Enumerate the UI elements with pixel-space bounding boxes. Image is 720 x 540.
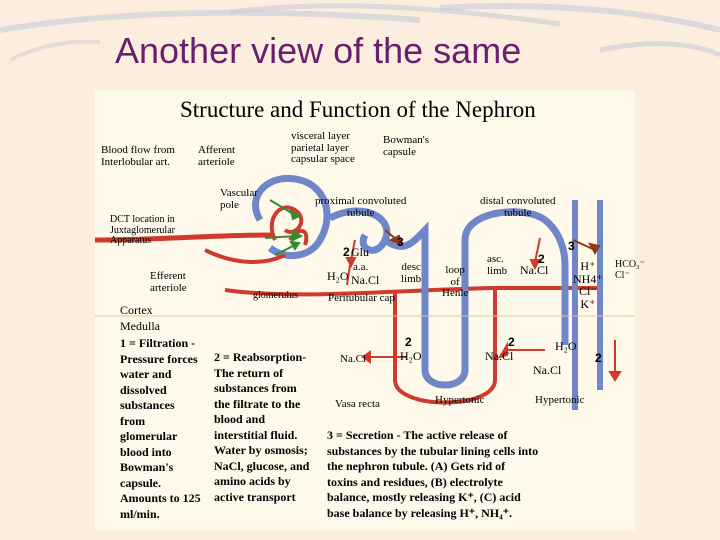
nacl-right-label: Na.Cl [533,363,562,377]
vascular-pole-label: Vascular pole [220,187,258,211]
secreted-ions-label: H⁺ NH4⁺ Cl⁻ K⁺ [573,259,603,311]
nacl-dct-label: Na.Cl [520,263,549,277]
nacl-ascending-label: Na.Cl [485,349,514,363]
pct-label: proximal convoluted tubule [315,195,407,219]
loop-of-henle-shape [421,240,469,389]
collecting-duct-shape [572,200,603,410]
peritubular-capillary-shape [224,286,600,297]
reabsorption-note: 2 = Reabsorption- The return of substanc… [214,350,310,504]
hypertonic-label-2: Hypertonic [535,394,585,406]
loop-of-henle-label: loop of Henle [442,264,469,300]
reabsorption-arrows [345,237,622,382]
slide-title: Another view of the same [115,30,522,71]
decorative-swoosh-banner [0,3,720,62]
number-3-pct: 3 [397,235,404,249]
ascending-limb-label: asc. limb [487,253,508,277]
afferent-arteriole-shape [95,232,274,243]
bowmans-capsule-label: Bowman's capsule [383,134,429,158]
secretion-note: 3 = Secretion - The active release of su… [327,428,539,520]
nacl-pct-label: Na.Cl [351,273,380,287]
water-pct-label: H₂O [327,269,349,283]
glomerulus-label: glomerulus [253,290,298,301]
filtration-note: 1 = Filtration - Pressure forces water a… [120,336,201,521]
bicarbonate-label: HCO₃⁻ Cl⁻ [615,259,645,281]
filtration-arrows [264,199,304,256]
number-2-asc: 2 [538,252,545,266]
peritubular-cap-label: Peritubular cap [328,292,395,304]
vasa-recta-label: Vasa recta [335,398,380,410]
glucose-label: Glu [351,245,369,259]
cortex-label: Cortex [120,303,153,317]
water-medulla-label: H₂O [400,349,422,363]
hypertonic-label-1: Hypertonic [435,394,485,406]
bowman-layers-label: visceral layer parietal layer capsular s… [291,130,355,166]
afferent-arteriole-label: Afferent arteriole [198,144,236,168]
number-2-glu: 2 [343,245,350,259]
number-2-asc-medulla: 2 [508,335,515,349]
number-2-right: 2 [595,351,602,365]
number-3-dct: 3 [568,239,575,253]
secretion-arrows [384,229,601,256]
number-2-desc: 2 [405,335,412,349]
nacl-medulla-label: Na.Cl [340,353,366,365]
bowmans-capsule-shape [252,175,331,260]
nephron-diagram: Structure and Function of the Nephron Bl… [95,90,645,530]
glomerulus-shape [269,205,309,246]
amino-acids-label: a.a. [353,261,369,273]
blood-flow-label: Blood flow from Interlobular art. [101,144,175,168]
proximal-tubule-shape [328,207,391,254]
distal-tubule-shape [461,208,569,345]
water-right-label: H₂O [555,339,577,353]
figure-title: Structure and Function of the Nephron [180,97,536,122]
pct-to-desc-limb-shape [382,221,429,370]
nephron-drawing [95,175,635,410]
vasa-recta-shape [393,290,497,405]
medulla-label: Medulla [120,319,160,333]
efferent-arteriole-label: Efferent arteriole [150,270,187,294]
descending-limb-label: desc limb [401,261,422,285]
dct-label: distal convoluted tubule [480,195,556,219]
efferent-arteriole-shape [204,248,286,264]
dct-location-label: DCT location in Juxtaglomerular Apparatu… [110,214,175,246]
